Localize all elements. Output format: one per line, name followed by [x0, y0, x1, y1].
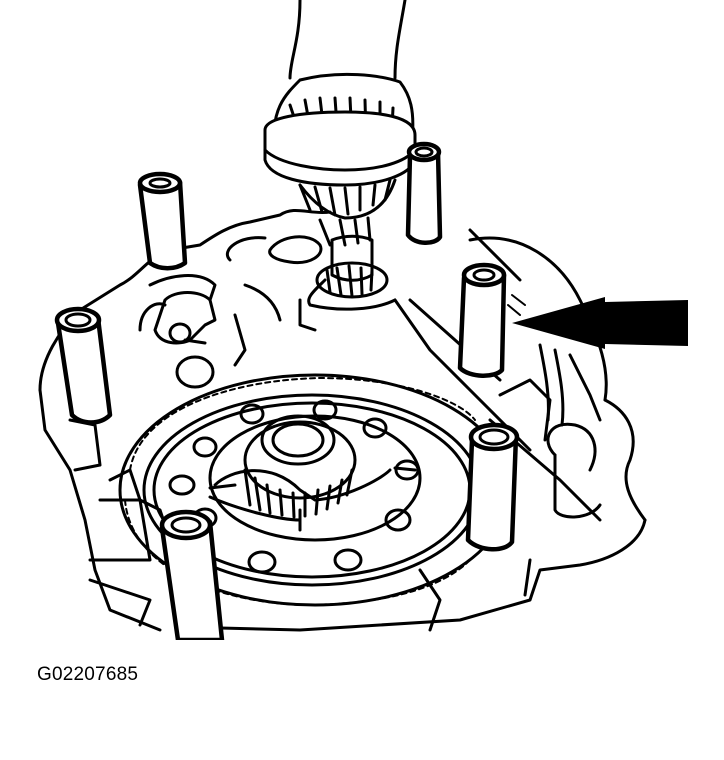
- input-gear: [263, 0, 417, 311]
- housing-ribs: [507, 294, 602, 427]
- guide-post-4: [54, 306, 113, 425]
- left-bracket: [138, 235, 323, 389]
- carrier-plate-holes: [168, 399, 420, 574]
- guide-post-5: [465, 422, 520, 552]
- guide-post-6: [159, 509, 225, 640]
- technical-illustration: [38, 0, 688, 640]
- arrow-left-icon: [512, 297, 688, 349]
- guide-post-1: [137, 171, 188, 271]
- guide-post-2: [405, 141, 443, 245]
- figure-id-label: G02207685: [37, 664, 139, 685]
- carrier-hub: [208, 414, 422, 542]
- guide-post-3: [457, 262, 507, 378]
